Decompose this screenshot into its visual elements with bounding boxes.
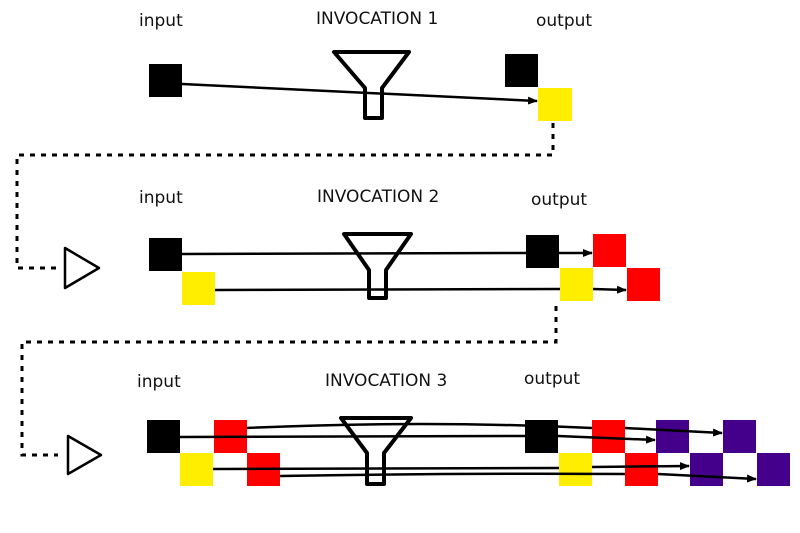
input-block-black [149, 64, 182, 97]
flow-arrow [592, 285, 627, 294]
flow-line [181, 251, 527, 256]
invocation-title: INVOCATION 2 [317, 187, 439, 207]
funnel-icon [332, 50, 411, 120]
output-block-black [505, 54, 538, 87]
play-triangle-icon [63, 246, 101, 290]
play-triangle-icon [66, 434, 103, 476]
input-label: input [137, 372, 181, 392]
loop-connector-2 [20, 306, 558, 476]
output-block-purple [723, 420, 756, 453]
input-label: input [139, 188, 183, 208]
output-block-red [593, 234, 626, 267]
flow-arrow [657, 472, 757, 483]
output-block-red [627, 268, 660, 301]
output-label: output [536, 11, 592, 31]
output-label: output [531, 190, 587, 210]
input-label: input [139, 11, 183, 31]
input-block-yellow [180, 453, 213, 486]
flow-arrow [557, 434, 656, 444]
output-block-black [526, 235, 559, 268]
flow-arrow [591, 462, 690, 471]
funnel-icon [339, 416, 413, 486]
invocation-2: input INVOCATION 2 output [139, 187, 660, 305]
invocation-title: INVOCATION 1 [316, 9, 438, 29]
flow-arrow [624, 426, 723, 437]
funnel-icon [342, 232, 413, 300]
output-block-purple [757, 453, 790, 486]
flow-line [214, 287, 561, 292]
flow-line [279, 472, 626, 478]
output-block-yellow [559, 453, 592, 486]
output-block-purple [656, 420, 689, 453]
flow-line [212, 466, 560, 471]
flow-line [179, 434, 526, 439]
output-block-yellow [538, 88, 572, 121]
loop-connector-1 [15, 123, 555, 290]
output-block-purple [690, 453, 723, 486]
invocation-1: input INVOCATION 1 output [139, 9, 592, 121]
invocation-3: input INVOCATION 3 output [137, 369, 790, 486]
input-block-black [147, 420, 180, 453]
output-block-yellow [560, 268, 593, 301]
input-block-black [149, 238, 182, 271]
flow-line [246, 422, 593, 430]
flow-arrow [181, 82, 538, 105]
invocation-title: INVOCATION 3 [325, 371, 447, 391]
output-block-red [625, 453, 658, 486]
output-label: output [524, 369, 580, 389]
input-block-yellow [182, 272, 215, 305]
